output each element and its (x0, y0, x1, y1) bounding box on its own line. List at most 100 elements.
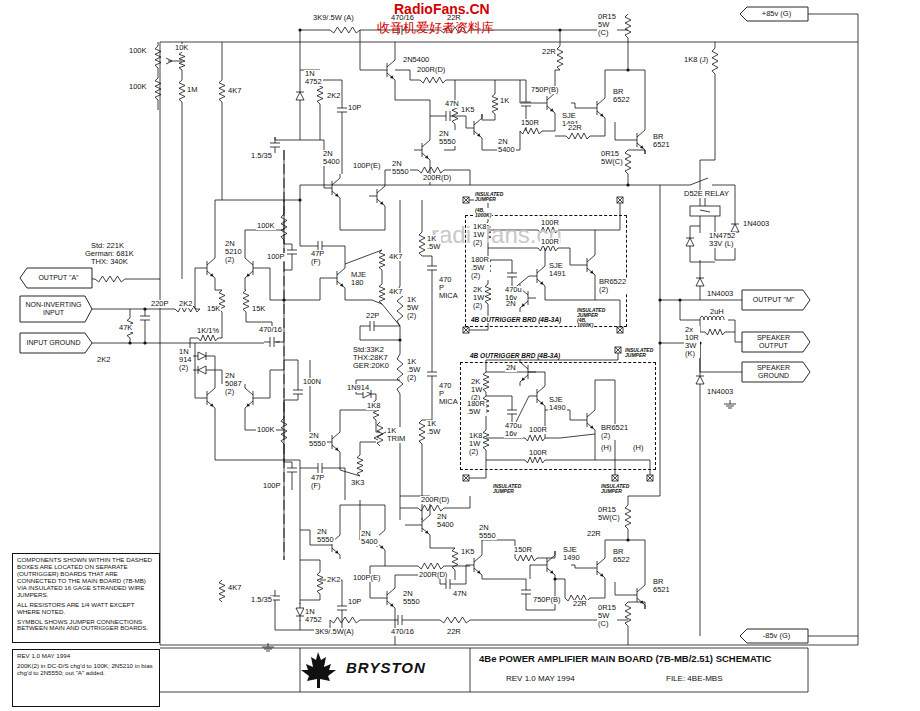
component-value: 22P (365, 312, 380, 320)
component-value: 100R (528, 449, 548, 457)
io-tag: INPUT GROUND (20, 333, 92, 353)
node-text: OUTPUT "A" (38, 274, 78, 282)
supply-tag: +85v (G) (740, 7, 808, 21)
wire (125, 279, 160, 280)
jumper-symbol (617, 327, 623, 333)
wire (700, 389, 701, 636)
notes-box: COMPONENTS SHOWN WITHIN THE DASHED BOXES… (12, 553, 160, 643)
diode-symbol (193, 352, 211, 360)
node-text: SPEAKER GROUND (746, 364, 801, 380)
wire (310, 360, 324, 442)
wire (284, 360, 298, 384)
component-value: 1K8 1W (2) (472, 223, 487, 247)
emitter-arrow (640, 145, 643, 148)
wire (858, 42, 859, 645)
component-value: 1.5/35 (250, 152, 273, 160)
component-value: 1M (186, 86, 198, 94)
tag-outline (740, 7, 808, 21)
transistor-symbol (466, 114, 482, 142)
wire (488, 248, 538, 249)
wire (432, 276, 433, 366)
component-value: 150R (520, 119, 540, 127)
wire (530, 565, 539, 579)
wire (245, 230, 284, 254)
resistor-symbol (483, 372, 489, 392)
wire (300, 468, 312, 469)
resistor-symbol (625, 150, 631, 174)
capacitor-symbol (312, 463, 328, 473)
capacitor-symbol (287, 462, 297, 478)
component-value: 750P(B) (530, 86, 560, 94)
resistor-symbol (179, 52, 185, 70)
component-value: SJE 1491 (548, 262, 567, 278)
resistor-symbol (330, 27, 360, 33)
component-value: 22R (567, 124, 583, 132)
component-value: 220P (150, 300, 170, 308)
component-value: MJE 180 (350, 271, 367, 287)
component-value: 750P(B) (532, 596, 562, 604)
wire (422, 200, 423, 232)
wire (470, 648, 471, 692)
wire (486, 372, 545, 382)
resistor-symbol (379, 250, 385, 270)
wire (400, 508, 418, 509)
component-value: (H) (600, 444, 612, 452)
component-value: 1K5 (460, 106, 475, 114)
component-value: INSULATED JUMPER (492, 484, 522, 495)
junction-dot (298, 198, 301, 201)
wire (284, 444, 292, 462)
wire (328, 246, 345, 264)
jumper-symbol (463, 475, 469, 481)
wire (92, 309, 175, 310)
capacitor-symbol (440, 579, 456, 589)
resistor-symbol (440, 617, 470, 623)
junction-dot (143, 307, 146, 310)
resistor-symbol (485, 284, 491, 304)
wire (345, 250, 382, 264)
component-value: SJE 1490 (562, 546, 581, 562)
resistor-symbol (418, 563, 444, 569)
title-block: BRYSTON4Be POWER AMPLIFIER MAIN BOARD (7… (160, 648, 808, 692)
emitter-arrow (522, 377, 525, 380)
transistor-symbol (539, 551, 555, 579)
transistor-symbol (379, 584, 395, 612)
wire (700, 74, 715, 176)
drawing-title: 4Be POWER AMPLIFIER MAIN BOARD (7B-MB/2.… (478, 654, 772, 665)
component-value: SJE 1490 (548, 396, 567, 412)
component-value: 1K (499, 97, 510, 105)
junction-dot (626, 183, 629, 186)
capacitor-symbol (287, 244, 297, 260)
wire (245, 282, 246, 290)
wire (284, 260, 292, 270)
component-value: BR 6522 (612, 88, 631, 104)
component-value: 2N 5400 (322, 150, 341, 166)
wire (605, 38, 628, 94)
wire (261, 370, 284, 398)
capacitor-symbol (337, 102, 347, 118)
junction-dot (558, 28, 561, 31)
component-value: INSULATED JUMPER (576, 308, 606, 319)
wire (360, 442, 376, 455)
component-value: 2K2 (326, 576, 341, 584)
wire (700, 260, 701, 273)
component-value: 4K7 (227, 584, 242, 592)
resistor-symbol (515, 555, 537, 561)
component-value: 1N4003 (706, 388, 734, 396)
component-value: 22R (541, 48, 557, 56)
node-text: NON-INVERTING INPUT (24, 301, 83, 317)
component-value: German: 681K (84, 250, 135, 258)
wire (555, 136, 566, 137)
emitter-arrow (335, 550, 338, 553)
component-value: 470/16 (258, 326, 283, 334)
emitter-arrow (550, 108, 553, 111)
component-value: 100K (128, 83, 148, 91)
component-value: 2K2 (326, 92, 341, 100)
component-value: 1N 4752 (304, 608, 323, 624)
wire (456, 565, 466, 584)
transistor-symbol (324, 174, 340, 202)
component-value: 2N 5550 (308, 432, 327, 448)
node-text: COMPONENTS SHOWN WITHIN THE DASHED BOXES… (17, 557, 155, 599)
junction-dot (143, 341, 146, 344)
wire (284, 400, 298, 418)
resistor-symbol (281, 418, 287, 444)
